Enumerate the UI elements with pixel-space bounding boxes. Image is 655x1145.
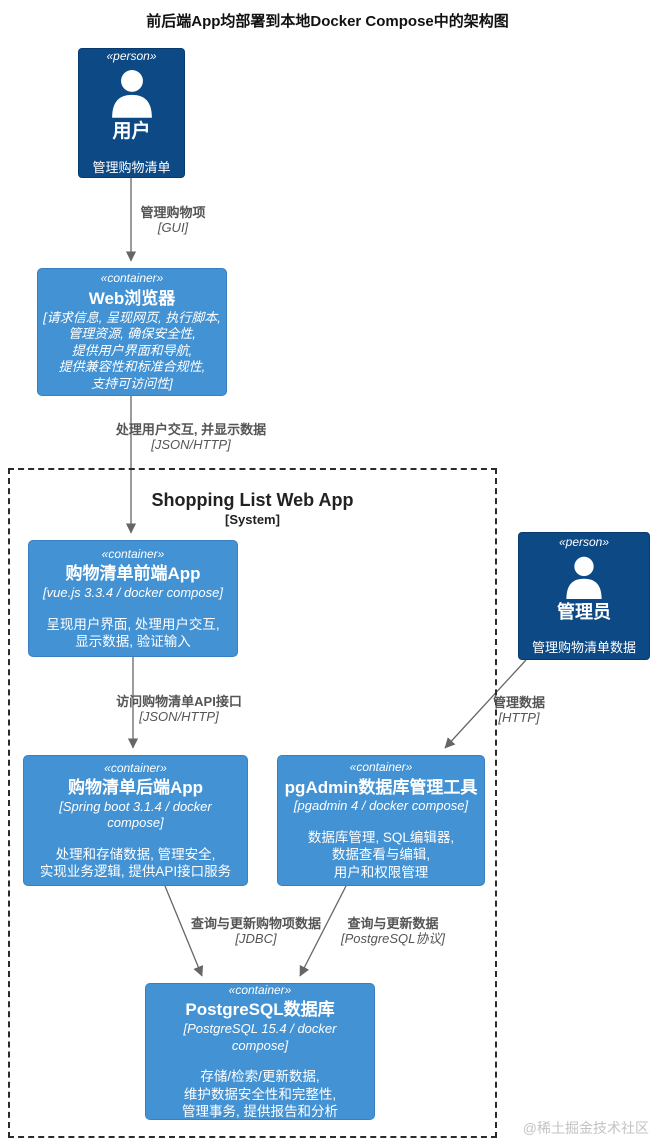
edge-label-tech: [JDBC] <box>235 931 277 947</box>
node-postgres: «container» PostgreSQL数据库 [PostgreSQL 15… <box>145 983 375 1120</box>
node-user: «person» 用户 管理购物清单 <box>78 48 185 178</box>
node-backend-stereotype: «container» <box>104 760 167 775</box>
edge-label-pgadmin-postgres: 查询与更新数据 [PostgreSQL协议] <box>328 916 458 947</box>
person-icon <box>566 556 602 599</box>
edge-label-text: 管理数据 <box>492 695 545 710</box>
system-boundary-type: [System] <box>225 512 280 527</box>
node-admin-name: 管理员 <box>557 601 611 622</box>
edge-label-backend-postgres: 查询与更新购物项数据 [JDBC] <box>180 916 332 947</box>
system-boundary-label: Shopping List Web App [System] <box>10 490 495 527</box>
edge-label-tech: [JSON/HTTP] <box>139 709 219 725</box>
person-icon <box>111 70 152 119</box>
node-frontend-stereotype: «container» <box>101 546 165 561</box>
watermark: @稀土掘金技术社区 <box>522 1120 649 1136</box>
edge-label-tech: [PostgreSQL协议] <box>340 931 446 947</box>
edge-label-frontend-backend: 访问购物清单API接口 [JSON/HTTP] <box>100 694 258 725</box>
node-frontend-tech: [vue.js 3.3.4 / docker compose] <box>43 584 223 600</box>
node-backend-tech: [Spring boot 3.1.4 / docker compose] <box>59 798 212 831</box>
node-user-name: 用户 <box>112 121 151 143</box>
node-frontend-name: 购物清单前端App <box>65 564 201 584</box>
node-pgadmin-name: pgAdmin数据库管理工具 <box>284 777 478 797</box>
node-backend-description: 处理和存储数据, 管理安全, 实现业务逻辑, 提供API接口服务 <box>39 846 232 880</box>
node-postgres-tech: [PostgreSQL 15.4 / docker compose] <box>183 1021 337 1053</box>
node-frontend-description: 呈现用户界面, 处理用户交互, 显示数据, 验证输入 <box>46 616 220 649</box>
node-backend-name: 购物清单后端App <box>67 777 204 797</box>
system-boundary: Shopping List Web App [System] <box>8 468 497 1138</box>
node-admin-description: 管理购物清单数据 <box>531 639 636 655</box>
edge-label-tech: [HTTP] <box>498 710 540 726</box>
edge-label-admin-pgadmin: 管理数据 [HTTP] <box>486 695 552 726</box>
edge-label-text: 处理用户交互, 并显示数据 <box>115 422 267 437</box>
node-pgadmin: «container» pgAdmin数据库管理工具 [pgadmin 4 / … <box>277 755 485 886</box>
edge-label-tech: [JSON/HTTP] <box>151 437 231 453</box>
node-pgadmin-stereotype: «container» <box>349 760 413 775</box>
node-postgres-stereotype: «container» <box>228 982 292 997</box>
edge-label-browser-frontend: 处理用户交互, 并显示数据 [JSON/HTTP] <box>101 422 281 453</box>
node-admin-stereotype: «person» <box>558 535 610 550</box>
edge-label-text: 访问购物清单API接口 <box>116 694 242 709</box>
system-boundary-name: Shopping List Web App <box>151 490 354 510</box>
node-postgres-name: PostgreSQL数据库 <box>185 1000 335 1020</box>
node-browser: «container» Web浏览器 [请求信息, 呈现网页, 执行脚本, 管理… <box>37 268 227 396</box>
node-browser-name: Web浏览器 <box>88 288 176 308</box>
node-pgadmin-tech: [pgadmin 4 / docker compose] <box>293 798 469 814</box>
node-frontend: «container» 购物清单前端App [vue.js 3.3.4 / do… <box>28 540 238 657</box>
diagram-title: 前后端App均部署到本地Docker Compose中的架构图 <box>146 13 509 30</box>
edge-label-tech: [GUI] <box>157 220 189 236</box>
node-backend: «container» 购物清单后端App [Spring boot 3.1.4… <box>23 755 248 886</box>
node-pgadmin-description: 数据库管理, SQL编辑器, 数据查看与编辑, 用户和权限管理 <box>307 829 455 880</box>
node-user-description: 管理购物清单 <box>92 160 171 176</box>
edge-label-text: 查询与更新数据 <box>347 916 439 931</box>
node-postgres-description: 存储/检索/更新数据, 维护数据安全性和完整性, 管理事务, 提供报告和分析 <box>181 1069 338 1119</box>
edge-label-text: 管理购物项 <box>140 205 206 220</box>
node-user-stereotype: «person» <box>106 49 157 63</box>
node-browser-stereotype: «container» <box>100 271 164 286</box>
edge-label-user-browser: 管理购物项 [GUI] <box>123 205 223 236</box>
edge-label-text: 查询与更新购物项数据 <box>190 916 321 931</box>
node-browser-tech: [请求信息, 呈现网页, 执行脚本, 管理资源, 确保安全性, 提供用户界面和导… <box>43 309 221 392</box>
node-admin: «person» 管理员 管理购物清单数据 <box>518 532 650 660</box>
